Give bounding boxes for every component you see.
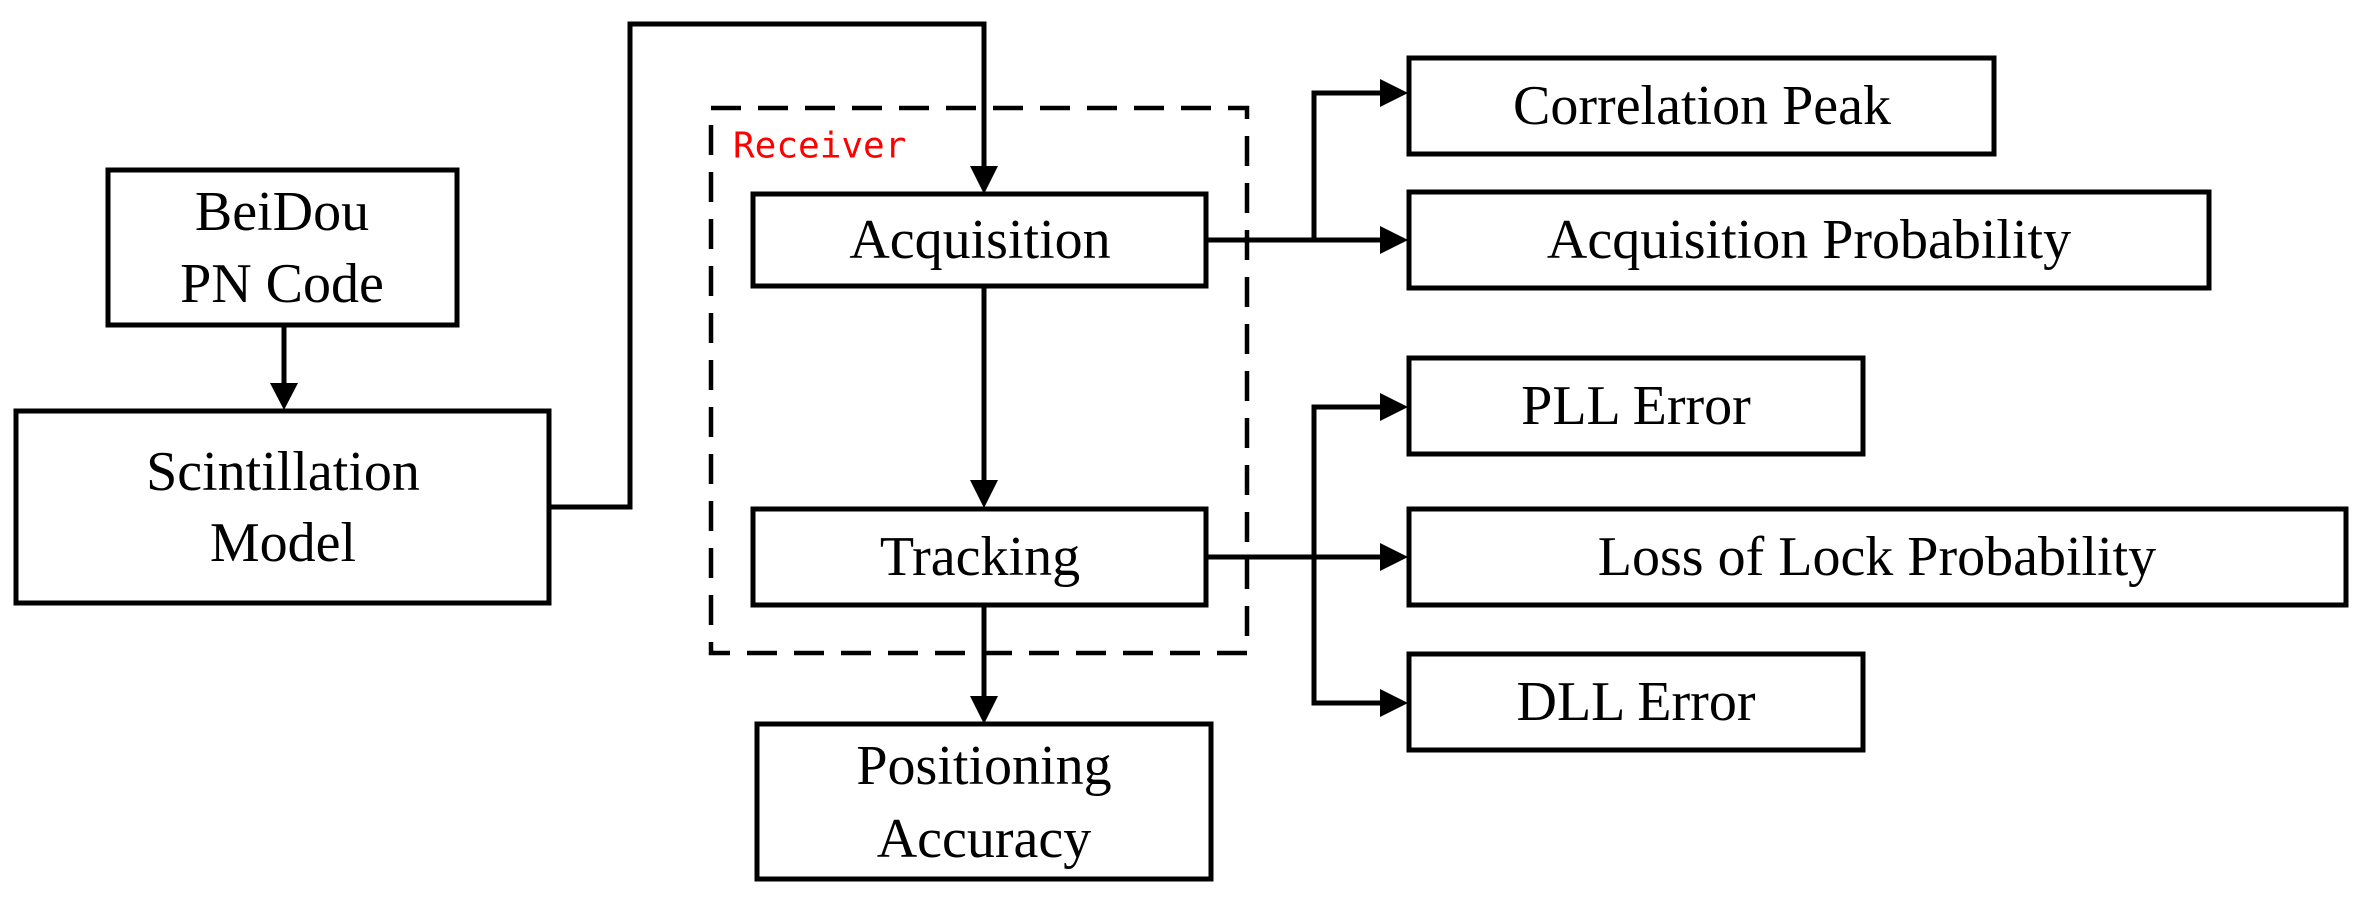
node-acquisition: Acquisition xyxy=(750,191,1209,289)
output-label: Correlation Peak xyxy=(1513,75,1891,137)
arrow-model-to-acquisition xyxy=(549,21,987,510)
node-acquisition-box xyxy=(750,191,1209,289)
output-box xyxy=(1406,55,1997,157)
arrow-head-right-icon xyxy=(1380,79,1408,107)
output-box xyxy=(1406,651,1866,753)
arrow-head-right-icon xyxy=(1380,393,1408,421)
node-acquisition-label: Acquisition xyxy=(849,209,1110,271)
output-label: DLL Error xyxy=(1517,671,1756,733)
node-pll-error: PLL Error xyxy=(1406,355,1866,457)
receiver-group: Receiver xyxy=(708,105,1250,656)
arrow-head-down-icon xyxy=(270,383,298,410)
node-beidou-line1: BeiDou xyxy=(195,181,369,243)
node-tracking: Tracking xyxy=(750,506,1209,608)
output-label: Loss of Lock Probability xyxy=(1598,526,2156,588)
output-label: PLL Error xyxy=(1521,375,1751,437)
output-box xyxy=(1406,189,2212,291)
arrow-head-down-icon xyxy=(970,166,998,194)
node-scintillation-line1: Scintillation xyxy=(146,441,420,503)
arrow-head-right-icon xyxy=(1380,689,1408,717)
arrow-head-right-icon xyxy=(1380,543,1408,571)
node-beidou-box xyxy=(105,167,460,328)
receiver-label: Receiver xyxy=(733,126,906,167)
arrow-head-right-icon xyxy=(1380,226,1408,254)
arrow-head-down-icon xyxy=(970,480,998,508)
arrow-acquisition-to-correlation-peak xyxy=(1206,90,1382,243)
output-box xyxy=(1406,506,2349,608)
node-positioning-accuracy: Positioning Accuracy xyxy=(754,721,1214,882)
node-tracking-box xyxy=(750,506,1209,608)
node-dll-error: DLL Error xyxy=(1406,651,1866,753)
connectors xyxy=(270,21,1408,724)
arrow-head-down-icon xyxy=(970,696,998,724)
node-beidou-line2: PN Code xyxy=(180,253,384,315)
node-loss-of-lock-probability: Loss of Lock Probability xyxy=(1406,506,2349,608)
output-label: Acquisition Probability xyxy=(1547,209,2071,271)
receiver-boundary xyxy=(708,105,1250,656)
node-positioning-line2: Accuracy xyxy=(877,808,1092,870)
arrow-tracking-to-pll-error xyxy=(1311,404,1382,557)
node-beidou-pn-code: BeiDou PN Code xyxy=(105,167,460,328)
output-box xyxy=(1406,355,1866,457)
arrow-tracking-to-dll-error xyxy=(1311,557,1382,706)
node-acquisition-probability: Acquisition Probability xyxy=(1406,189,2212,291)
node-tracking-label: Tracking xyxy=(880,526,1080,588)
node-correlation-peak: Correlation Peak xyxy=(1406,55,1997,157)
node-scintillation-model: Scintillation Model xyxy=(13,408,552,606)
node-scintillation-line2: Model xyxy=(210,512,356,574)
node-positioning-line1: Positioning xyxy=(856,735,1111,797)
node-scintillation-box xyxy=(13,408,552,606)
node-positioning-box xyxy=(754,721,1214,882)
